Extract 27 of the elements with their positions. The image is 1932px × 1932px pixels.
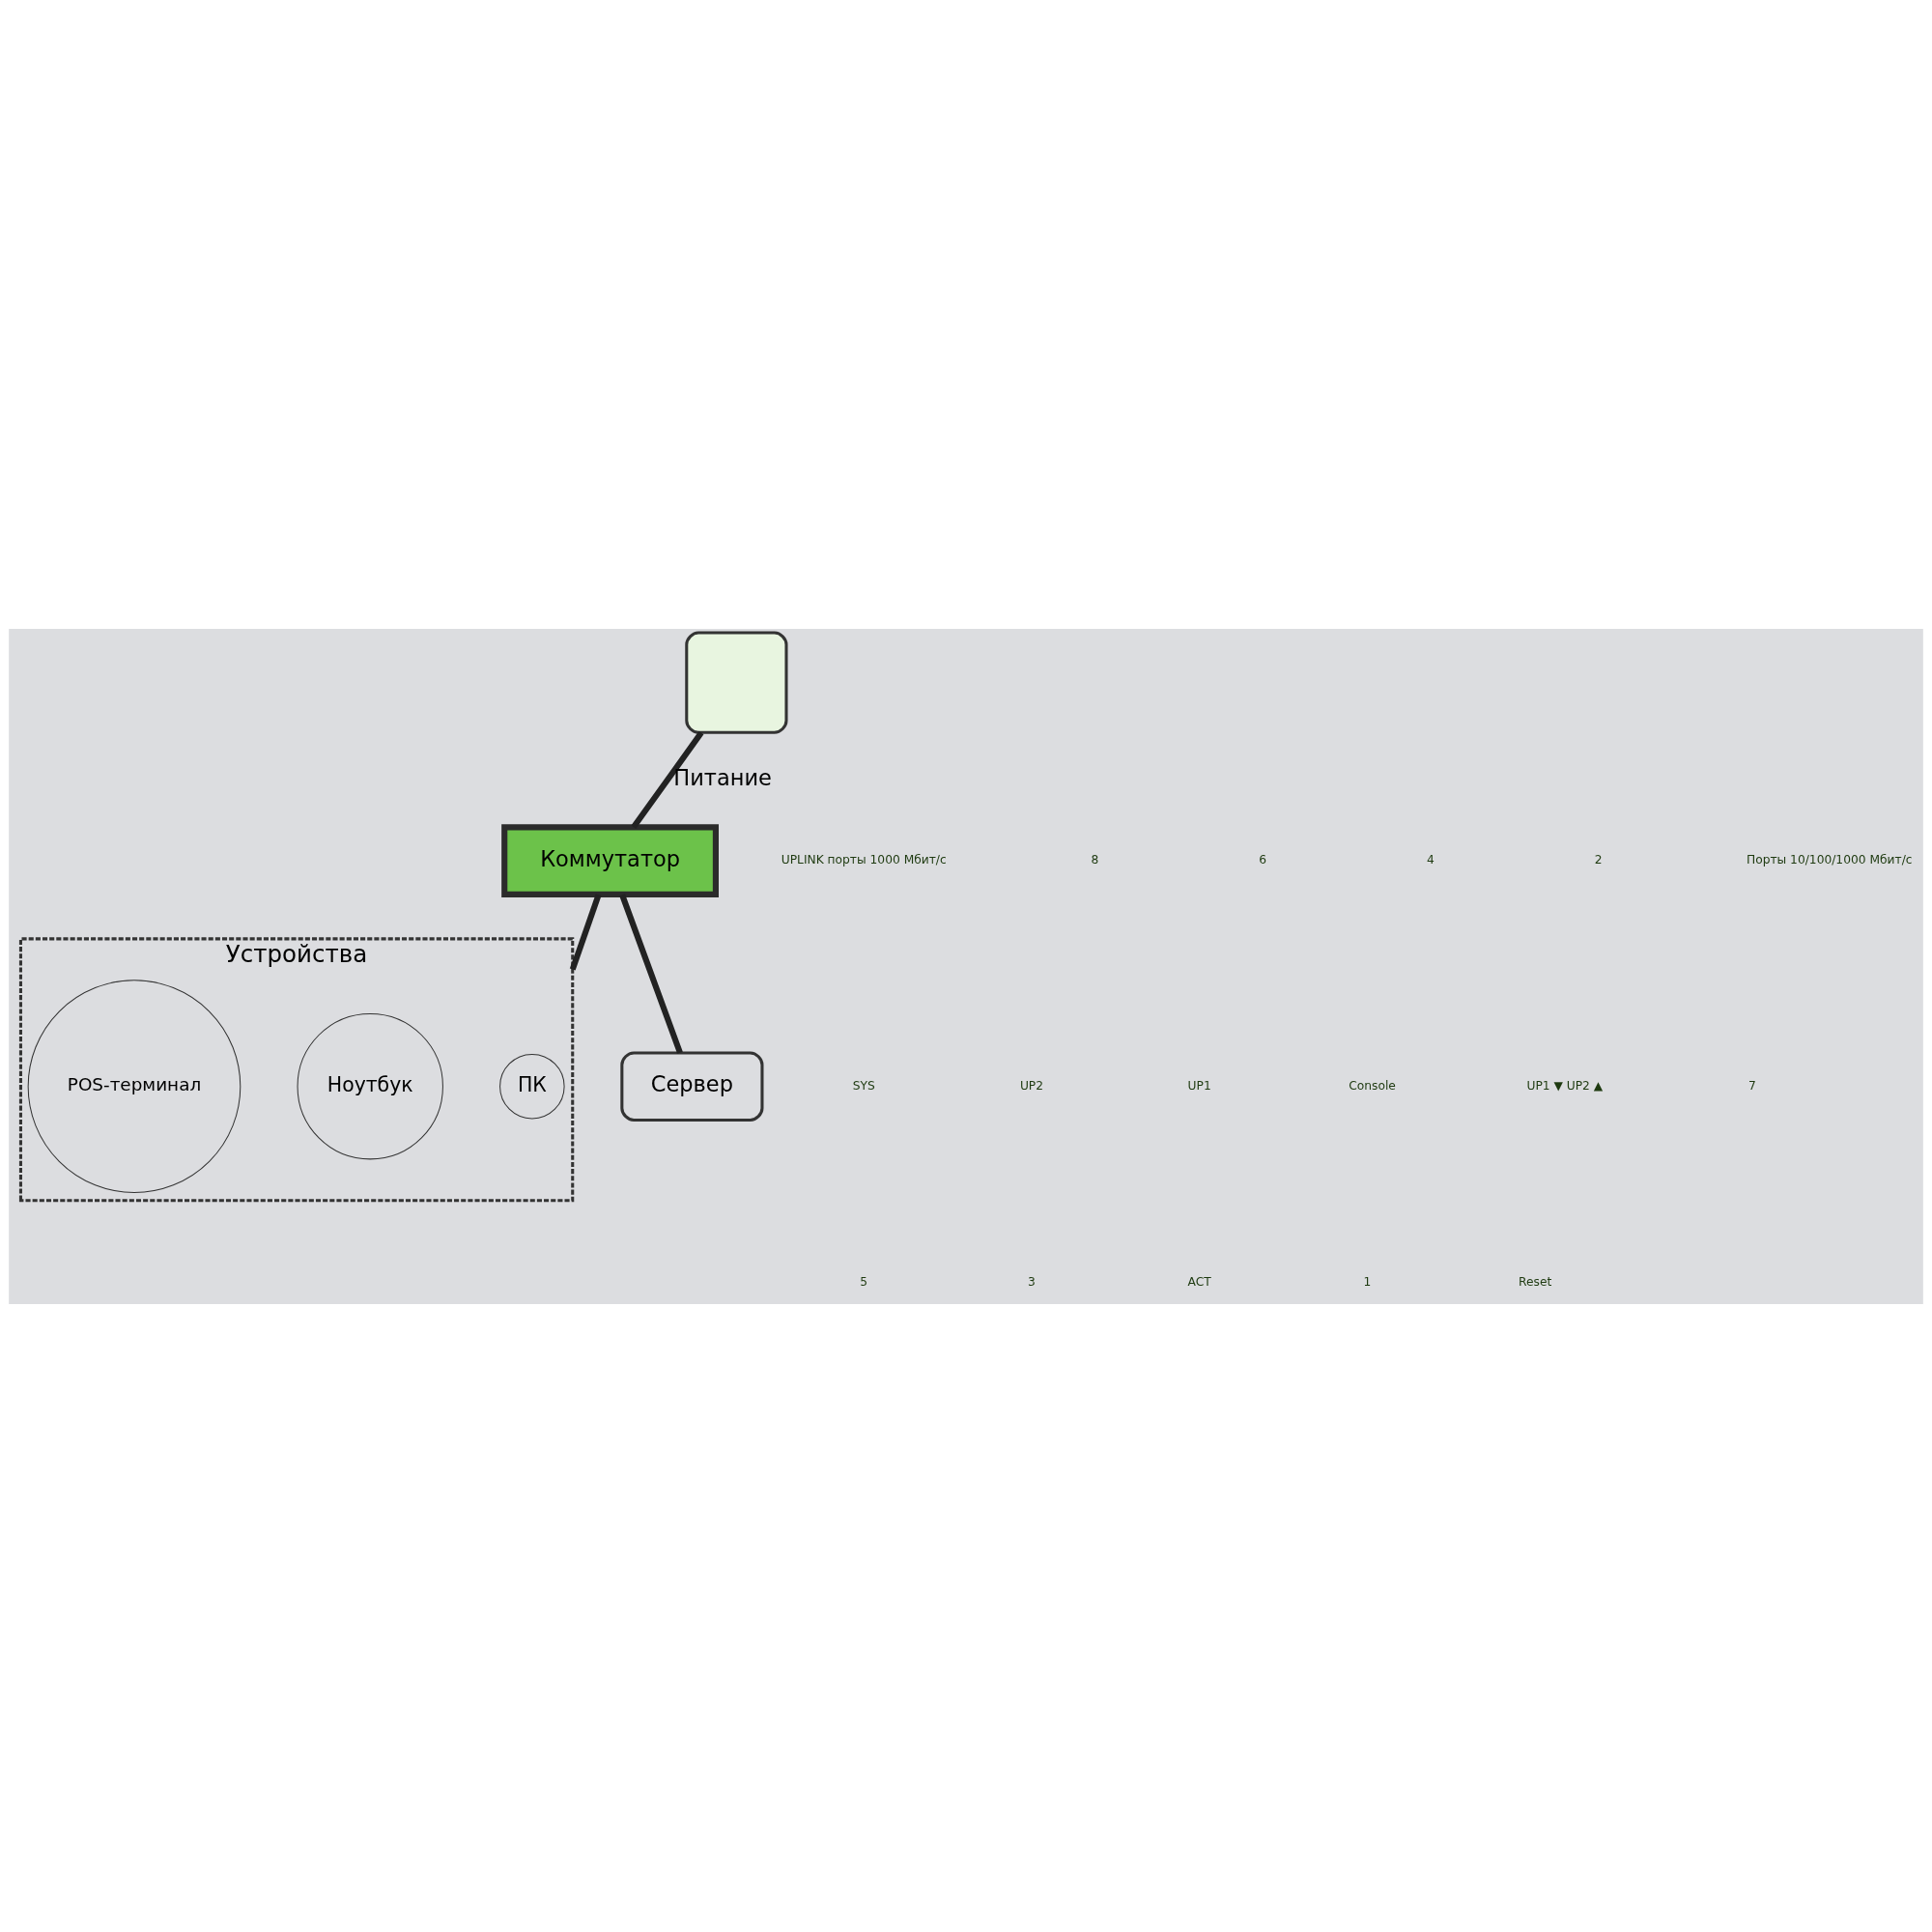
node-box	[685, 631, 788, 734]
label: Reset	[1519, 1274, 1552, 1289]
label: 2	[1594, 852, 1603, 867]
edge-label: Питание	[673, 764, 772, 790]
label: Порты 10/100/1000 Мбит/с	[1746, 852, 1913, 867]
label: 6	[1259, 852, 1267, 867]
label: 1	[1363, 1274, 1372, 1289]
node-circle: Ноутбук	[297, 1012, 443, 1159]
node-circle: ПК	[499, 1053, 565, 1119]
label: ACT	[1187, 1274, 1211, 1289]
label: 7	[1748, 1078, 1756, 1093]
node-circle: POS-терминал	[27, 979, 242, 1193]
label: 4	[1426, 852, 1435, 867]
label: 8	[1091, 852, 1099, 867]
label: Console	[1349, 1078, 1396, 1093]
node-box: Сервер	[620, 1050, 764, 1122]
connector	[619, 893, 683, 1054]
label: 3	[1028, 1274, 1036, 1289]
label: UPLINK порты 1000 Мбит/с	[781, 852, 947, 867]
label: UP1 ▼ UP2 ▲	[1526, 1078, 1604, 1093]
connector	[569, 893, 602, 971]
label: UP2	[1019, 1078, 1044, 1093]
node-box: Коммутатор	[501, 823, 719, 897]
label: SYS	[852, 1078, 875, 1093]
label: UP1	[1187, 1078, 1211, 1093]
connector	[631, 730, 704, 829]
label: 5	[860, 1274, 868, 1289]
